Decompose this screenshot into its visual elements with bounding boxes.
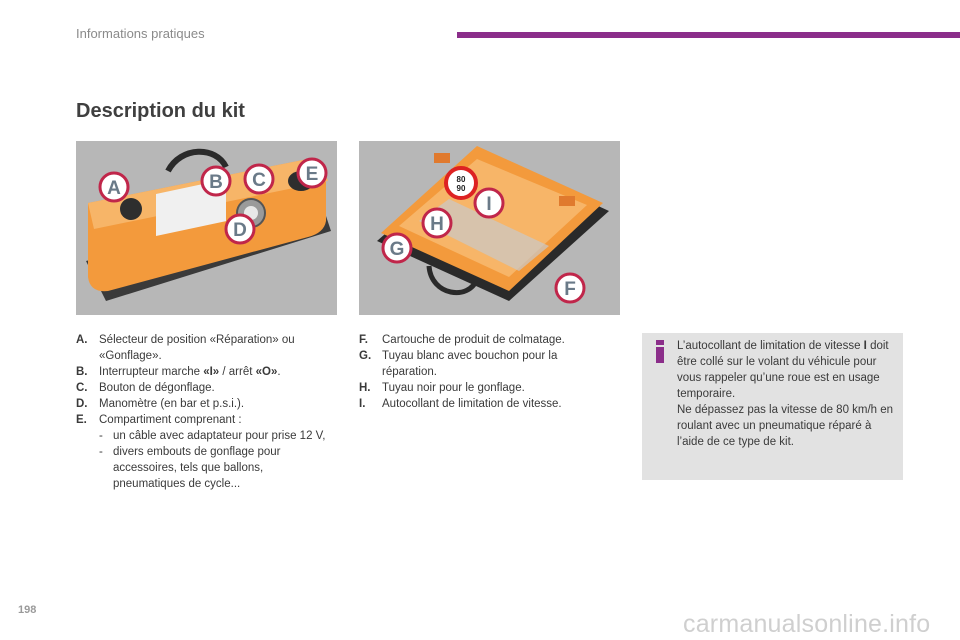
case-illustration: 80 90 I H G F [377,146,609,304]
legend-item: A. Sélecteur de position «Réparation» ou… [76,332,326,364]
callout-b: B [200,165,232,197]
legend-dash: - [99,446,103,458]
callout-g: G [381,232,413,264]
legend-key: H. [359,382,371,394]
legend-text: Compartiment comprenant : [99,414,242,426]
svg-text:D: D [233,220,247,241]
legend-compressor: A. Sélecteur de position «Réparation» ou… [76,332,326,492]
dial-shape [120,198,142,220]
legend-item: H. Tuyau noir pour le gonflage. [359,380,599,396]
callout-a: A [98,171,130,203]
info-icon [656,340,664,363]
legend-text: Tuyau blanc avec bouchon pour la réparat… [382,350,558,378]
legend-key: F. [359,334,368,346]
svg-text:C: C [252,170,266,191]
callout-i: I [473,187,505,219]
legend-subitem: - un câble avec adaptateur pour prise 12… [99,428,326,444]
foot-shape [559,196,575,206]
legend-text: Bouton de dégonflage. [99,382,215,394]
legend-key: E. [76,414,87,426]
svg-text:G: G [390,239,405,260]
legend-text: Manomètre (en bar et p.s.i.). [99,398,245,410]
svg-text:F: F [564,279,576,300]
legend-item: E. Compartiment comprenant : [76,412,326,428]
svg-text:80: 80 [457,175,466,184]
svg-text:90: 90 [457,184,466,193]
svg-text:E: E [306,164,319,185]
legend-case: F. Cartouche de produit de colmatage. G.… [359,332,599,412]
svg-text:A: A [107,178,121,199]
legend-text-bold: «I» [203,366,220,378]
legend-item: B. Interrupteur marche «I» / arrêt «O». [76,364,326,380]
info-paragraph: Ne dépassez pas la vitesse de 80 km/h en… [677,404,894,448]
cartridge-shape [419,199,549,271]
header-accent-bar [457,32,960,38]
svg-text:B: B [209,172,223,193]
callout-d: D [224,213,256,245]
info-text: L’autocollant de limitation de vitesse I… [677,338,897,450]
speed-sticker: 80 90 [444,166,478,200]
legend-key: A. [76,334,88,346]
page-number: 198 [18,604,37,616]
figure-compressor: A B C D E [76,141,337,315]
info-icon-dot [656,340,664,345]
legend-key: B. [76,366,88,378]
svg-text:I: I [486,194,491,215]
callout-f: F [554,272,586,304]
legend-text: Sélecteur de position «Réparation» ou «G… [99,334,295,362]
info-paragraph: L’autocollant de limitation de vitesse I… [677,338,897,402]
legend-key: G. [359,350,372,362]
info-text-bold: I [863,340,867,352]
legend-key: D. [76,398,88,410]
legend-item: D. Manomètre (en bar et p.s.i.). [76,396,326,412]
legend-item: G. Tuyau blanc avec bouchon pour la répa… [359,348,599,380]
legend-text-part: Interrupteur marche [99,366,204,378]
callout-e: E [296,157,328,189]
legend-text: Interrupteur marche «I» / arrêt «O». [99,364,326,380]
legend-item: F. Cartouche de produit de colmatage. [359,332,599,348]
header-section-title: Informations pratiques [76,26,205,41]
info-text-part: doit être collé sur le volant du véhicul… [677,340,889,400]
compressor-illustration: A B C D E [86,148,331,301]
legend-text: Tuyau noir pour le gonflage. [382,382,525,394]
legend-text: Autocollant de limitation de vitesse. [382,398,562,410]
svg-text:H: H [430,214,444,235]
callout-h: H [421,207,453,239]
legend-text: Cartouche de produit de colmatage. [382,334,565,346]
legend-item: C. Bouton de dégonflage. [76,380,326,396]
info-box: L’autocollant de limitation de vitesse I… [642,333,903,480]
info-text-part: L’autocollant de limitation de vitesse [677,340,864,352]
legend-subtext: divers embouts de gonflage pour accessoi… [113,446,281,490]
callout-c: C [243,163,275,195]
legend-item: I. Autocollant de limitation de vitesse. [359,396,599,412]
figure-sealant-case: 80 90 I H G F [359,141,620,315]
legend-key: I. [359,398,366,410]
watermark: carmanualsonline.info [683,610,931,638]
foot-shape [434,153,450,163]
strap-shape [165,148,229,173]
legend-dash: - [99,430,103,442]
legend-text-bold: «O» [255,366,278,378]
legend-text-part: / arrêt [219,366,256,378]
legend-subtext: un câble avec adaptateur pour prise 12 V… [113,430,326,442]
info-icon-stem [656,347,664,363]
page-title: Description du kit [76,100,245,122]
legend-key: C. [76,382,88,394]
legend-subitem: - divers embouts de gonflage pour access… [99,444,326,492]
legend-text-part: . [277,366,281,378]
